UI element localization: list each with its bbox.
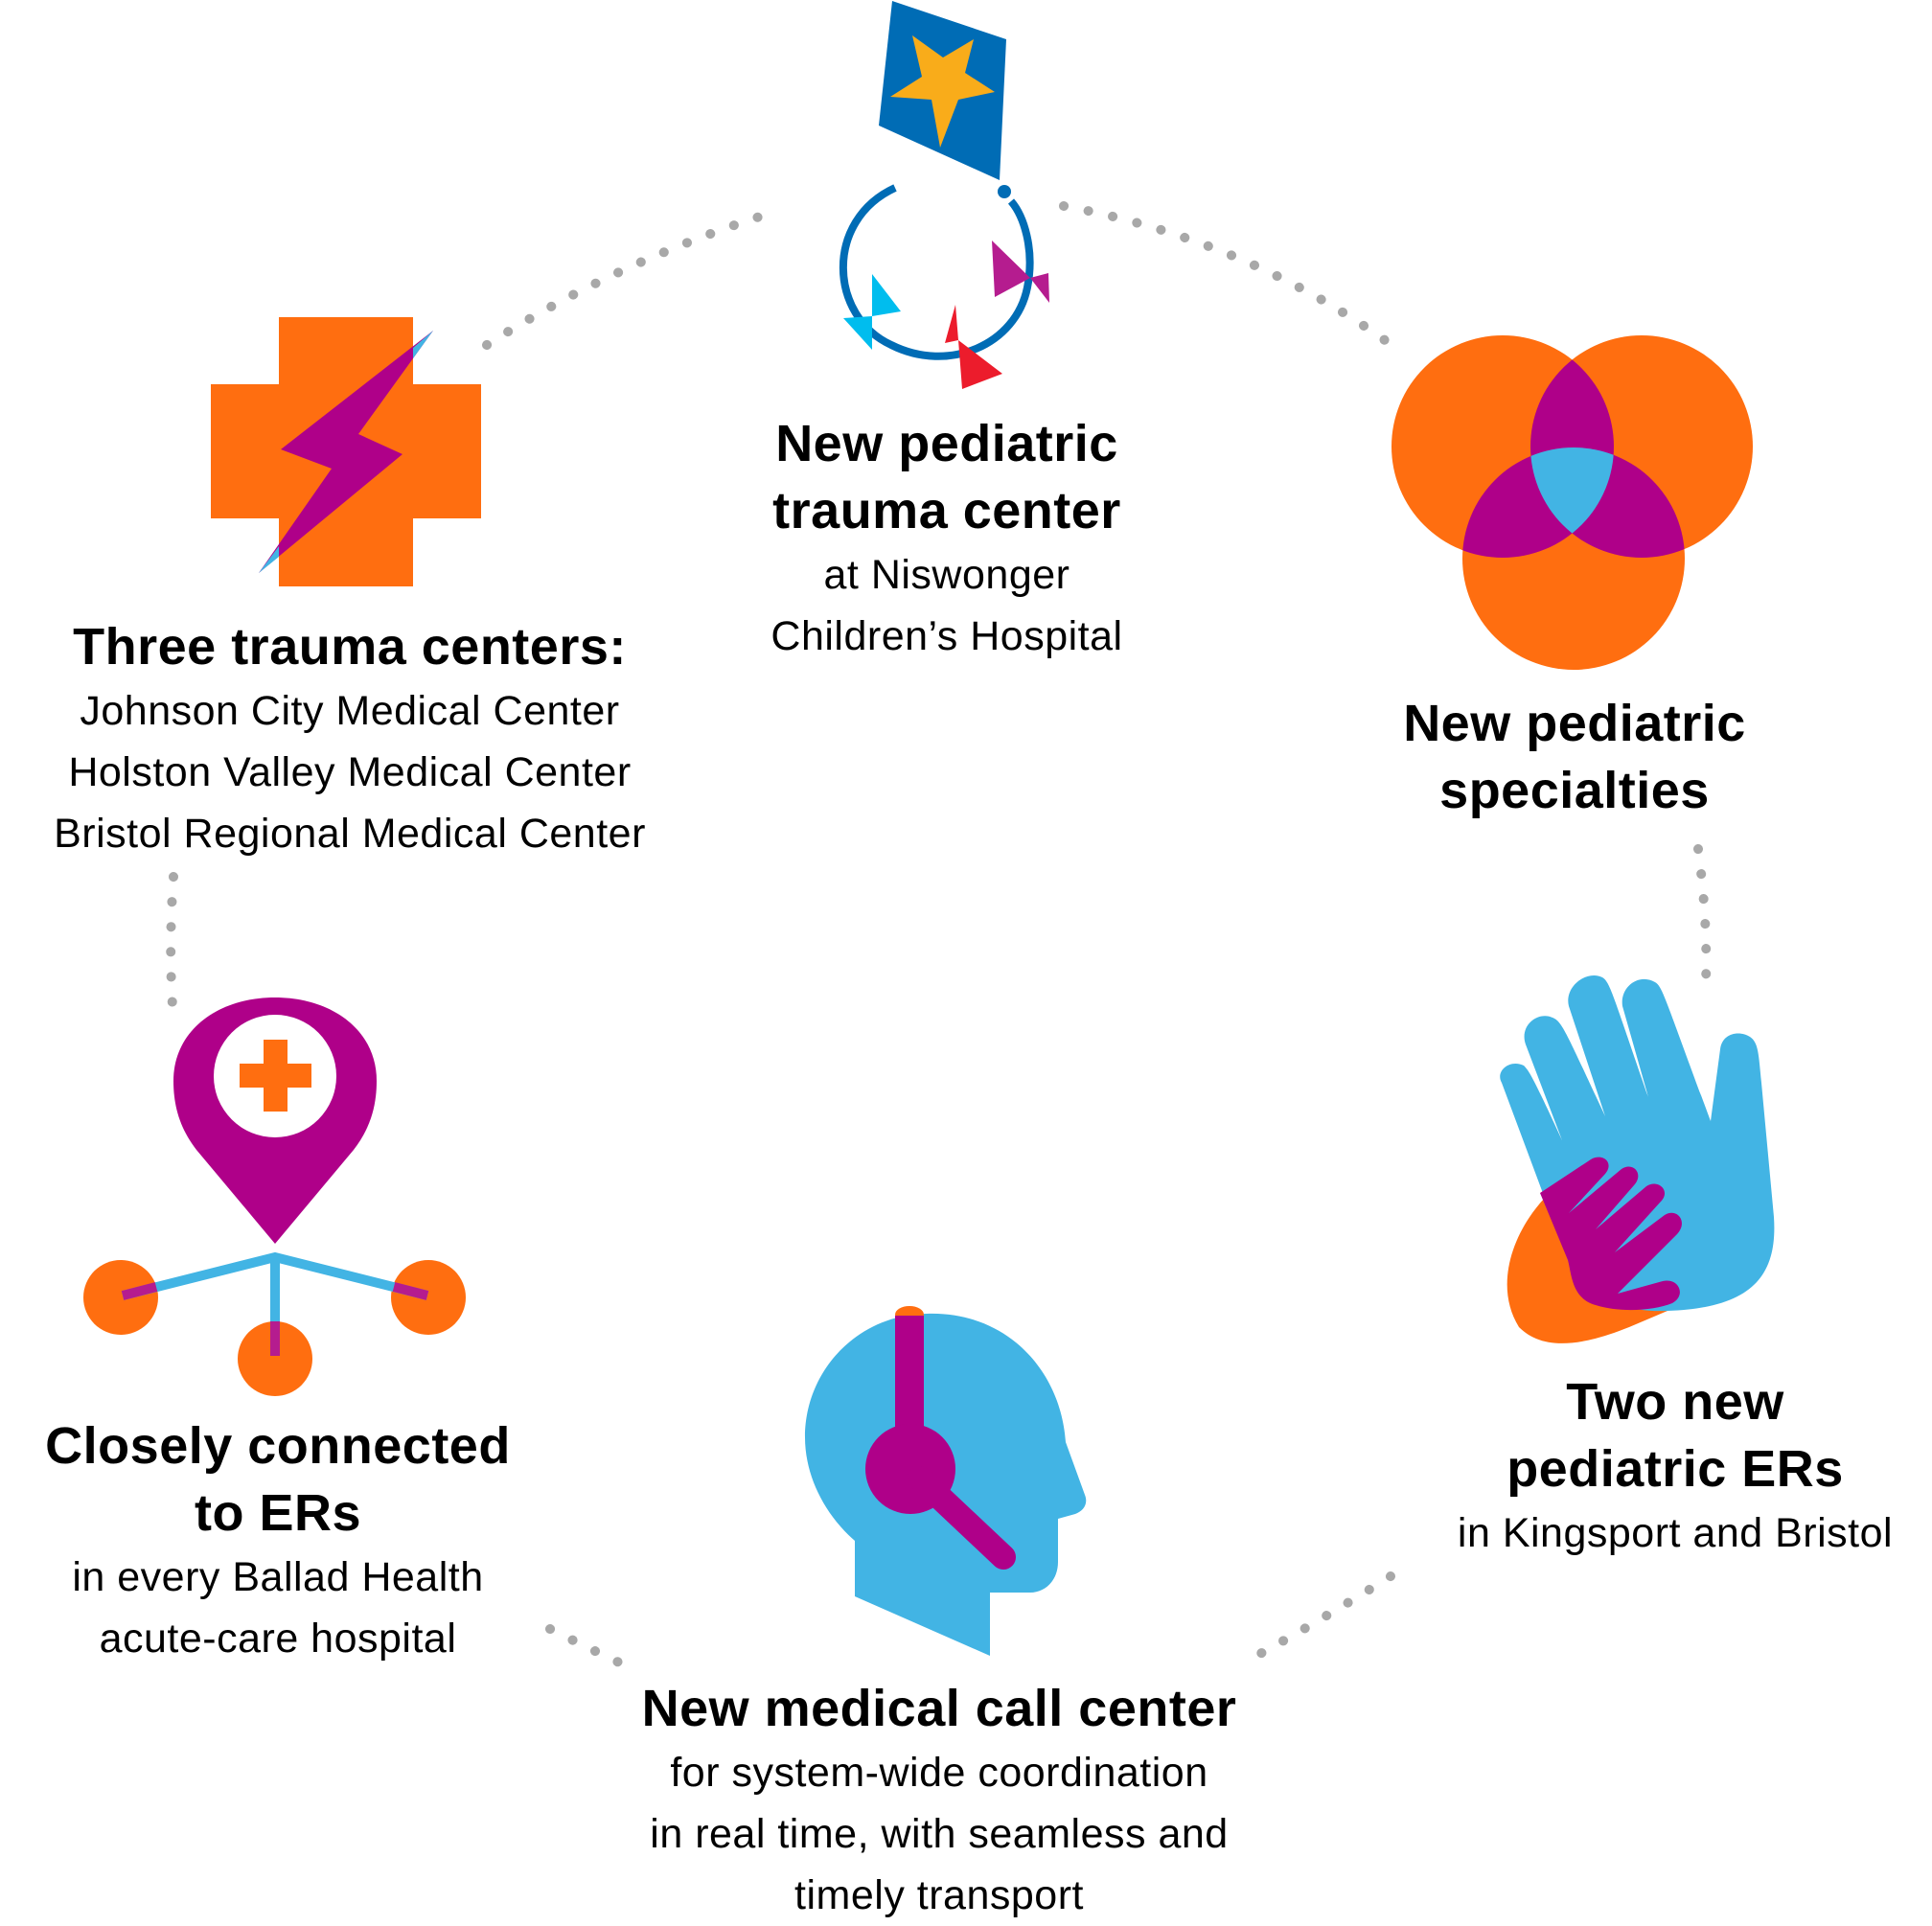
subtitle-line: acute-care hospital xyxy=(99,1616,457,1662)
title-line: trauma center xyxy=(772,482,1121,539)
lightning-bolt xyxy=(259,331,433,573)
item-call-center: New medical call center for system-wide … xyxy=(575,1675,1303,1926)
title-line: New pediatric xyxy=(775,415,1118,472)
item-subtitle: for system-wide coordination in real tim… xyxy=(575,1742,1303,1926)
item-title: Three trauma centers: xyxy=(0,613,700,680)
location-network-icon xyxy=(83,997,466,1396)
bow-purple-icon xyxy=(992,241,1049,303)
title-line: Two new xyxy=(1566,1373,1784,1431)
network-node-right xyxy=(391,1260,466,1335)
subtitle-line: Bristol Regional Medical Center xyxy=(54,811,646,857)
item-title: Two new pediatric ERs xyxy=(1407,1368,1932,1502)
item-connected-ers: Closely connected to ERs in every Ballad… xyxy=(0,1412,556,1669)
kite-knot xyxy=(998,185,1011,198)
connector-pediatric-trauma-to-specialties xyxy=(1059,201,1396,350)
connector-connected-to-trauma xyxy=(166,872,178,1011)
kite-string-loop xyxy=(839,184,1034,360)
item-subtitle: Johnson City Medical Center Holston Vall… xyxy=(0,680,700,864)
venn-circles-icon xyxy=(1392,335,1753,670)
title-line: New pediatric xyxy=(1403,695,1746,752)
pin-plus-icon xyxy=(240,1040,311,1112)
lightning-tip-top xyxy=(413,331,433,358)
subtitle-line: timely transport xyxy=(794,1872,1084,1918)
title-line: New medical call center xyxy=(641,1680,1237,1737)
medical-cross-lightning-icon xyxy=(211,317,481,586)
connector-ers-to-call-center xyxy=(1254,1571,1395,1660)
subtitle-line: Holston Valley Medical Center xyxy=(68,749,632,795)
subtitle-line: Children’s Hospital xyxy=(770,613,1123,659)
title-line: pediatric ERs xyxy=(1506,1440,1844,1498)
item-trauma-centers: Three trauma centers: Johnson City Medic… xyxy=(0,613,700,864)
mic-boom xyxy=(908,1466,1016,1570)
title-line: to ERs xyxy=(194,1484,362,1542)
title-line: Three trauma centers: xyxy=(73,618,627,676)
connector-call-center-to-connected xyxy=(545,1624,624,1667)
network-node-bottom xyxy=(238,1321,312,1396)
item-pediatric-trauma: New pediatric trauma center at Niswonger… xyxy=(707,410,1186,667)
item-title: New pediatric specialties xyxy=(1335,690,1814,824)
subtitle-line: in Kingsport and Bristol xyxy=(1457,1510,1894,1556)
kite-icon xyxy=(839,1,1049,389)
item-subtitle: in Kingsport and Bristol xyxy=(1407,1502,1932,1564)
subtitle-line: Johnson City Medical Center xyxy=(80,688,620,734)
lightning-tip-bottom xyxy=(259,546,279,573)
network-node-left xyxy=(83,1260,158,1335)
subtitle-line: in real time, with seamless and xyxy=(650,1811,1229,1857)
star-shape xyxy=(890,35,995,148)
subtitle-line: for system-wide coordination xyxy=(670,1750,1208,1796)
connector-specialties-to-ers xyxy=(1693,844,1712,987)
subtitle-line: in every Ballad Health xyxy=(72,1554,484,1600)
connector-trauma-to-pediatric-trauma xyxy=(482,209,773,350)
item-title: New pediatric trauma center xyxy=(707,410,1186,544)
item-subtitle: at Niswonger Children’s Hospital xyxy=(707,544,1186,667)
item-title: Closely connected to ERs xyxy=(0,1412,556,1547)
item-title: New medical call center xyxy=(575,1675,1303,1742)
title-line: Closely connected xyxy=(45,1417,511,1475)
headband xyxy=(895,1316,924,1440)
hands-icon xyxy=(1500,975,1775,1343)
item-subtitle: in every Ballad Health acute-care hospit… xyxy=(0,1547,556,1669)
small-hand xyxy=(1540,1157,1682,1311)
headset-icon xyxy=(805,1306,1087,1656)
item-pediatric-specialties: New pediatric specialties xyxy=(1335,690,1814,824)
link-overlap-right xyxy=(392,1282,429,1300)
link-overlap-left xyxy=(121,1282,158,1300)
title-line: specialties xyxy=(1439,762,1710,819)
connectors xyxy=(166,201,1712,1667)
bow-red-icon xyxy=(945,305,1002,389)
bow-cyan-icon xyxy=(843,274,901,350)
item-pediatric-ers: Two new pediatric ERs in Kingsport and B… xyxy=(1407,1368,1932,1564)
subtitle-line: at Niswonger xyxy=(823,552,1070,598)
